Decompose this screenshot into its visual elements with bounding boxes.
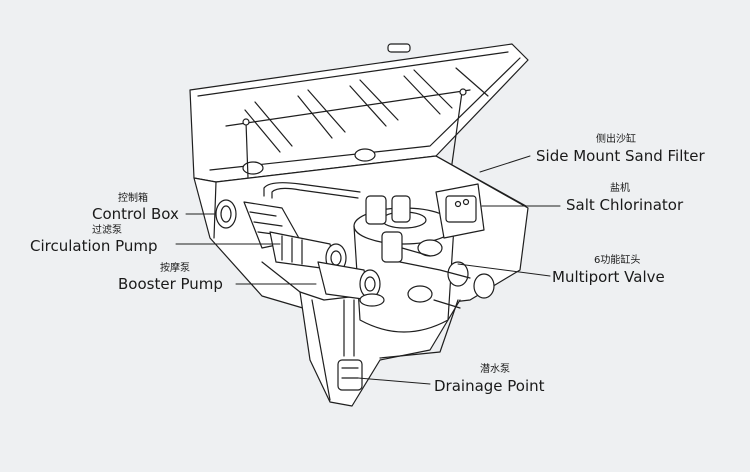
multiport-valve-label: Multiport Valve — [552, 268, 665, 286]
salt-chlorinator-zh: 盐机 — [610, 183, 630, 194]
booster-pump-unit — [317, 261, 385, 307]
salt-chlorinator-unit — [435, 183, 485, 239]
leader-lines — [175, 155, 561, 385]
salt-chlorinator-label: Salt Chlorinator — [566, 196, 684, 214]
side-mount-sand-filter-label: Side Mount Sand Filter — [536, 147, 705, 165]
drainage-point-zh: 潜水泵 — [480, 364, 510, 375]
multiport-valve-and-piping — [263, 182, 495, 309]
control-box-zh: 控制箱 — [118, 193, 148, 204]
booster-pump-zh: 按摩泵 — [160, 263, 190, 274]
circulation-pump-label: Circulation Pump — [30, 237, 158, 255]
circulation-pump-zh: 过滤泵 — [92, 225, 122, 236]
control-box-label: Control Box — [92, 205, 179, 223]
multiport-valve-zh: 6功能缸头 — [594, 255, 641, 266]
drainage-point-label: Drainage Point — [434, 377, 545, 395]
lid — [189, 43, 529, 183]
drainage-pump-unit — [337, 299, 363, 391]
booster-pump-label: Booster Pump — [118, 275, 223, 293]
side-mount-sand-filter-zh: 侧出沙缸 — [596, 134, 636, 145]
